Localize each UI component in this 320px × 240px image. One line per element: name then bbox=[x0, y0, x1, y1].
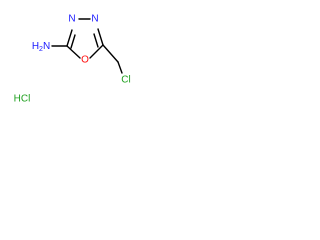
bond-c5-ch2 bbox=[102, 44, 119, 63]
bond-c2-n3-double bbox=[70, 34, 76, 49]
bond-c2-n3 bbox=[66, 29, 73, 47]
atom-nh2-sub: 2 bbox=[39, 46, 43, 53]
atom-n3-label: N bbox=[68, 14, 75, 25]
bond-o1-c2 bbox=[66, 45, 81, 59]
atom-n4-label: N bbox=[91, 14, 98, 25]
atom-nh2-n: N bbox=[43, 41, 50, 52]
bond-ch2-cl bbox=[117, 61, 123, 74]
molecule-structure: H2N N N O Cl HCl bbox=[14, 14, 131, 105]
bond-n4-c5 bbox=[97, 28, 104, 46]
atom-nh2-h: H bbox=[32, 41, 39, 52]
bond-c5-o1 bbox=[89, 44, 104, 59]
atom-o1-label: O bbox=[81, 55, 89, 66]
atom-nh2-label: H2N bbox=[32, 41, 50, 53]
bond-n4-c5-double bbox=[93, 33, 99, 48]
salt-hcl-label: HCl bbox=[14, 94, 31, 105]
atom-cl-label: Cl bbox=[121, 75, 130, 86]
